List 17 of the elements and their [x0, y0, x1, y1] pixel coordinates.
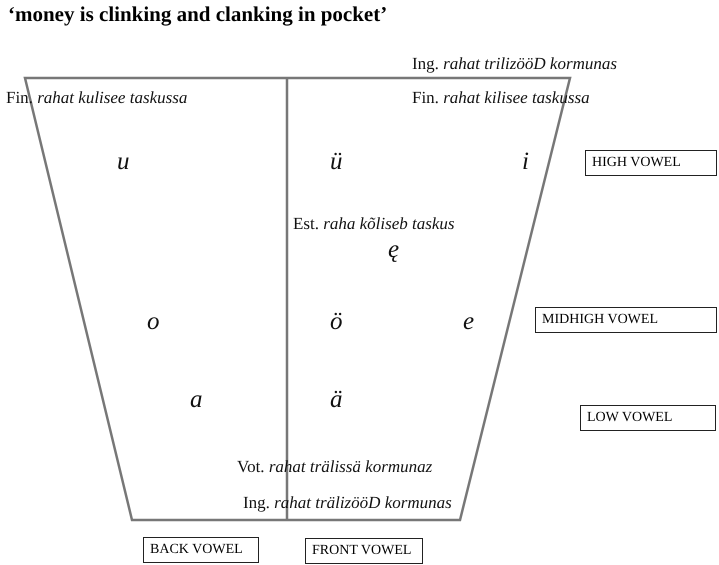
- example-phrase: Est. raha kõliseb taskus: [293, 214, 455, 234]
- height-label: LOW VOWEL: [580, 405, 716, 431]
- height-label: MIDHIGH VOWEL: [535, 307, 717, 333]
- vowel-symbol: a: [190, 386, 202, 414]
- vowel-symbol: o: [147, 308, 160, 336]
- vowel-symbol: ę: [388, 236, 400, 264]
- vowel-symbol: ö: [330, 308, 342, 336]
- vowel-symbol: ä: [330, 386, 342, 414]
- height-label: HIGH VOWEL: [585, 150, 717, 176]
- example-phrase: Ing. rahat trilizööD kormunas: [412, 54, 617, 74]
- vowel-symbol: i: [522, 148, 529, 176]
- vowel-symbol: u: [117, 148, 130, 176]
- title: ‘money is clinking and clanking in pocket’: [8, 2, 388, 27]
- backness-label: FRONT VOWEL: [305, 538, 423, 564]
- backness-label: BACK VOWEL: [143, 537, 259, 563]
- vowel-symbol: e: [463, 308, 474, 336]
- vowel-symbol: ü: [330, 148, 342, 176]
